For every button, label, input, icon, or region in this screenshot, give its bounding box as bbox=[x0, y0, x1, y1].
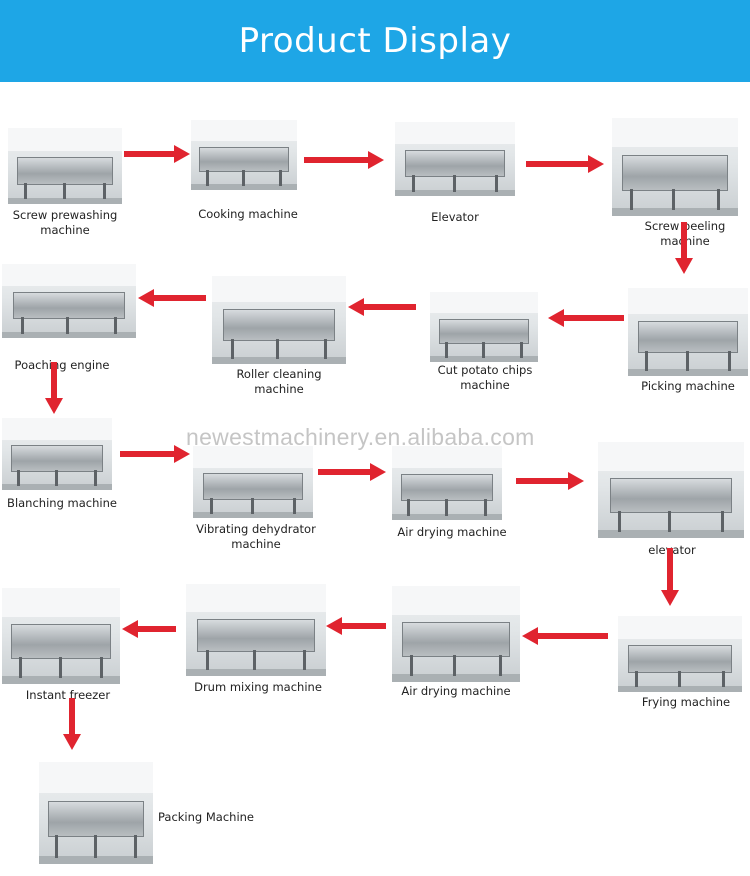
flow-arrow bbox=[63, 698, 81, 750]
machine-label-line: Drum mixing machine bbox=[194, 680, 322, 694]
machine-label: Packing Machine bbox=[158, 810, 254, 825]
machine-label-line: Packing Machine bbox=[157, 810, 255, 824]
machine-label-line: Screw peeling bbox=[644, 219, 726, 233]
machine-photo bbox=[628, 288, 748, 376]
machine-photo bbox=[2, 418, 112, 490]
machine-photo bbox=[212, 276, 346, 364]
machine-label-line: Vibrating dehydrator bbox=[196, 522, 316, 536]
machine-label-line: machine bbox=[231, 537, 281, 551]
machine-label-line: Air drying machine bbox=[401, 684, 511, 698]
machine-photo bbox=[2, 264, 136, 338]
machine-photo bbox=[618, 616, 742, 692]
machine-label-line: Air drying machine bbox=[397, 525, 507, 539]
machine-photo bbox=[392, 446, 502, 520]
machine-label-line: Blanching machine bbox=[7, 496, 117, 510]
flow-arrow bbox=[138, 289, 206, 307]
machine-label-line: Instant freezer bbox=[25, 688, 111, 702]
machine-label: Blanching machine bbox=[7, 496, 117, 511]
machine-label: Drum mixing machine bbox=[194, 680, 322, 695]
machine-photo bbox=[39, 762, 153, 864]
watermark: newestmachinery.en.alibaba.com bbox=[186, 424, 535, 450]
machine-label: Picking machine bbox=[641, 379, 735, 394]
flow-arrow bbox=[526, 155, 604, 173]
machine-photo bbox=[392, 586, 520, 682]
flow-arrow bbox=[348, 298, 416, 316]
machine-photo bbox=[2, 588, 120, 684]
machine-label: Instant freezer bbox=[26, 688, 110, 703]
machine-photo bbox=[193, 446, 313, 518]
machine-label: Poaching engine bbox=[15, 358, 110, 373]
machine-label-line: Frying machine bbox=[641, 695, 731, 709]
flow-arrow bbox=[548, 309, 624, 327]
machine-label-line: Cut potato chips bbox=[437, 363, 533, 377]
machine-label-line: machine bbox=[40, 223, 90, 237]
flow-arrow bbox=[318, 463, 386, 481]
machine-photo bbox=[186, 584, 326, 676]
flow-arrow bbox=[516, 472, 584, 490]
machine-label-line: Cooking machine bbox=[198, 207, 298, 221]
machine-label-line: machine bbox=[660, 234, 710, 248]
machine-photo bbox=[8, 128, 122, 204]
machine-photo bbox=[191, 120, 297, 190]
machine-label-line: Screw prewashing bbox=[12, 208, 118, 222]
flow-arrow bbox=[522, 627, 608, 645]
machine-label: elevator bbox=[648, 543, 695, 558]
machine-photo bbox=[598, 442, 744, 538]
machine-label-line: Poaching engine bbox=[14, 358, 110, 372]
machine-label: Frying machine bbox=[642, 695, 730, 710]
machine-photo bbox=[430, 292, 538, 362]
header-banner: Product Display bbox=[0, 0, 750, 82]
machine-label-line: machine bbox=[254, 382, 304, 396]
machine-label: Air drying machine bbox=[397, 525, 506, 540]
machine-label-line: elevator bbox=[648, 543, 696, 557]
page-title: Product Display bbox=[238, 21, 512, 61]
machine-label-line: machine bbox=[460, 378, 510, 392]
machine-photo bbox=[395, 122, 515, 196]
flow-arrow bbox=[124, 145, 190, 163]
flow-arrow bbox=[120, 445, 190, 463]
machine-label: Elevator bbox=[431, 210, 479, 225]
machine-label-line: Elevator bbox=[431, 210, 479, 224]
flow-arrow bbox=[326, 617, 386, 635]
flow-arrow bbox=[304, 151, 384, 169]
flow-arrow bbox=[122, 620, 176, 638]
machine-label: Cooking machine bbox=[198, 207, 298, 222]
machine-label: Air drying machine bbox=[401, 684, 510, 699]
machine-label-line: Picking machine bbox=[641, 379, 735, 393]
machine-label-line: Roller cleaning bbox=[236, 367, 322, 381]
machine-photo bbox=[612, 118, 738, 216]
